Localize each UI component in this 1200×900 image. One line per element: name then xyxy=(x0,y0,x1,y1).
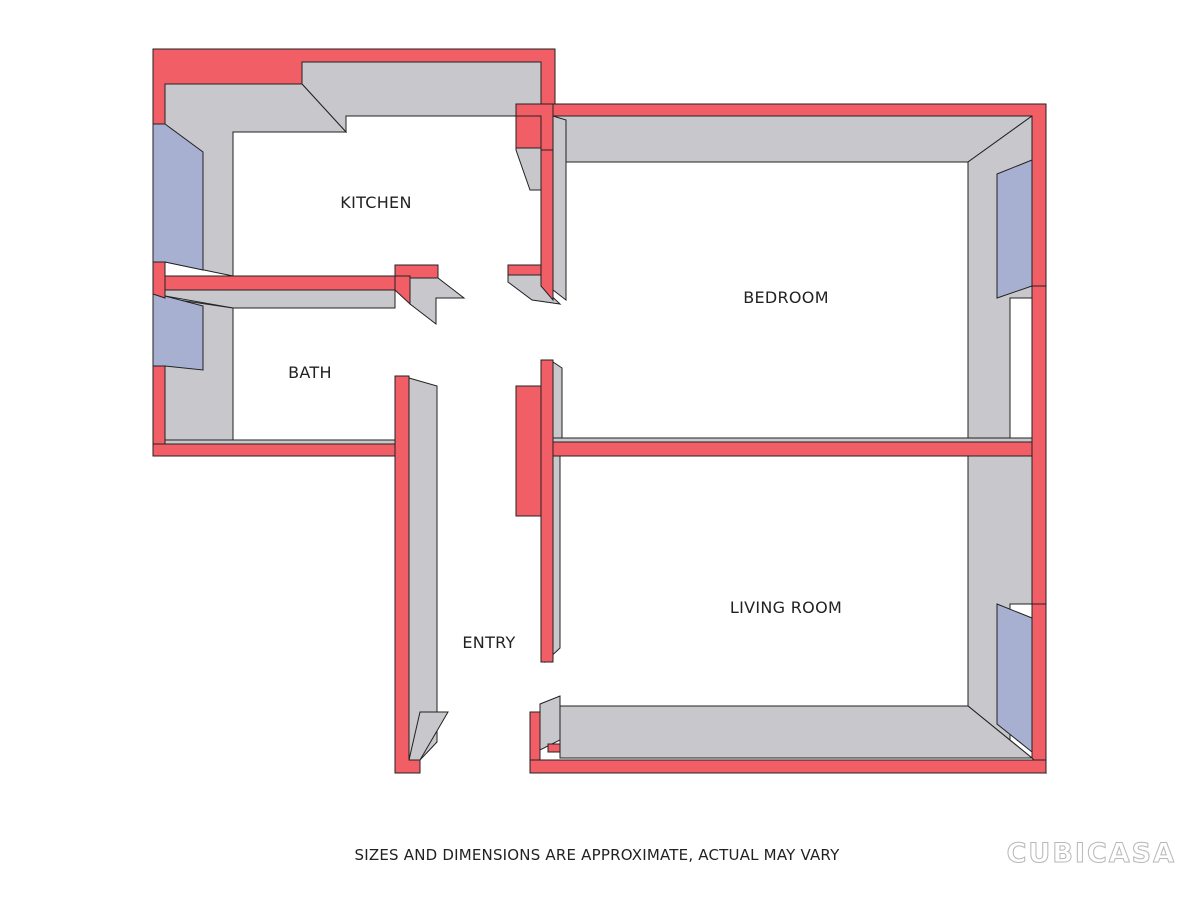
bedroom-top-wall-face xyxy=(552,115,1034,163)
partition-end-face xyxy=(409,277,466,326)
bedroom-left-wall-face-upper xyxy=(552,115,567,302)
bath-bottom-wall-face xyxy=(164,439,396,445)
kitchen-top-wall-cut xyxy=(152,48,556,125)
room-label-bath: BATH xyxy=(288,363,332,382)
living-door-jamb-cut xyxy=(529,711,541,761)
living-bottom-wall-face xyxy=(559,705,1034,759)
room-label-living-room: LIVING ROOM xyxy=(730,598,842,617)
windows xyxy=(152,123,1033,754)
entry-right-wall-cut xyxy=(540,359,554,663)
brand-logo: CUBICASA xyxy=(1006,838,1176,870)
bath-window xyxy=(152,293,204,371)
kitchen-right-stub-cut xyxy=(507,264,542,276)
bedroom-living-partition-cut xyxy=(552,441,1033,457)
entry-left-wall-face xyxy=(408,377,438,761)
left-wall-cut-mid xyxy=(152,261,166,299)
bedroom-right-wall-cut xyxy=(1031,285,1047,605)
living-door-jamb-cut-2 xyxy=(547,743,561,753)
kitchen-door-stub-face xyxy=(515,147,542,191)
bath-bottom-wall-cut xyxy=(152,443,396,457)
bedroom-living-partition-face xyxy=(552,437,1033,443)
living-door-jamb-face xyxy=(539,695,561,751)
kitchen-bath-walls xyxy=(164,61,562,761)
room-label-entry: ENTRY xyxy=(462,633,515,652)
bedroom-living-walls xyxy=(539,115,1034,759)
cut-walls xyxy=(152,48,1047,775)
kitchen-window xyxy=(152,123,204,271)
bedroom-window xyxy=(996,159,1033,299)
kitchen-right-wall-cut xyxy=(540,149,554,302)
entry-right-wall-thick xyxy=(515,385,542,517)
living-bottom-wall-cut xyxy=(529,759,1047,774)
kitchen-stub-cut xyxy=(515,115,542,149)
kitchen-top-wall-face xyxy=(301,61,542,134)
kitchen-bath-partition-cut xyxy=(164,264,439,291)
bedroom-left-wall-face-lower xyxy=(552,361,563,441)
room-label-kitchen: KITCHEN xyxy=(340,193,411,212)
room-label-bedroom: BEDROOM xyxy=(743,288,829,307)
partition-end-cut xyxy=(394,275,411,306)
disclaimer-text: SIZES AND DIMENSIONS ARE APPROXIMATE, AC… xyxy=(354,846,840,864)
living-right-wall-cut xyxy=(1031,603,1047,775)
left-wall-cut-lower xyxy=(152,365,166,445)
entry-left-wall-cut xyxy=(394,375,421,774)
